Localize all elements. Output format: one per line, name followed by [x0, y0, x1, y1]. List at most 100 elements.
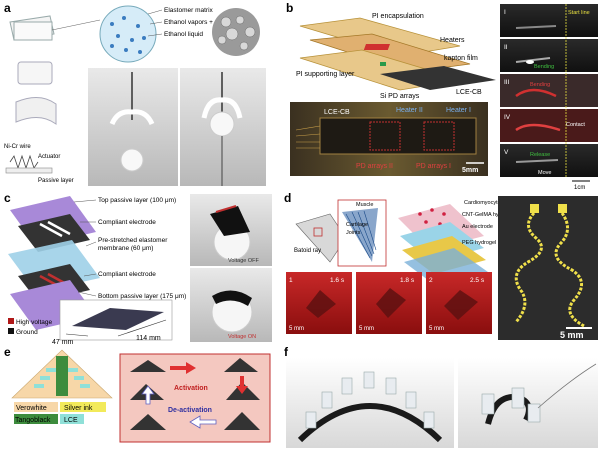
arrow-left	[189, 415, 217, 429]
label-actuator: Actuator	[38, 154, 60, 160]
seq-num-4: IV	[504, 114, 511, 121]
c-label-electrode-1: Compliant electrode	[98, 219, 156, 226]
label-si-pd: Si PD arrays	[380, 93, 420, 100]
layer-peg: PEG hydrogel	[462, 240, 496, 246]
legend-hv: High voltage	[16, 319, 53, 326]
wire-zigzag	[9, 154, 39, 170]
legend-tangoblack	[14, 414, 58, 424]
layer-cardio: Cardiomyocytes	[464, 200, 504, 206]
seq-frame-1	[500, 4, 598, 37]
sem-pores	[217, 15, 256, 51]
serpentine-left	[514, 211, 543, 323]
photo-label-pd2: PD arrays II	[356, 163, 393, 170]
seq-frame-2	[500, 39, 598, 72]
panel-a-letter: a	[4, 1, 11, 15]
legend-ground: Ground	[16, 329, 38, 336]
panel-e-letter: e	[4, 345, 11, 359]
panel-d: d Batoid ray Muscle Cartilage Joints Car…	[284, 191, 598, 340]
layer-cnt: CNT-GelMA hydrogel	[462, 212, 514, 218]
label-elastomer: Elastomer matrix	[164, 7, 214, 14]
panel-e: e Verowhite Silver ink Tangoblack LCE Ac…	[4, 345, 271, 443]
photo-label-heater2: Heater II	[396, 107, 423, 114]
panel-f-letter: f	[284, 345, 289, 359]
seq-label-contact: Contact	[566, 122, 585, 128]
pyramid-lce-strips	[34, 368, 90, 388]
serpentine-photo	[498, 196, 598, 340]
layer-au: Au electrode	[462, 224, 493, 230]
panel-d-letter: d	[284, 191, 291, 205]
panel-b: b PI encapsulation Heaters kapton film P…	[286, 1, 598, 191]
seq-label-bend1: Bending	[534, 64, 554, 70]
seq-num-3: III	[504, 79, 510, 86]
c-label-top-passive: Top passive layer (100 μm)	[98, 197, 176, 204]
photo-label-lce: LCE-CB	[324, 109, 350, 116]
heater-pattern	[363, 44, 390, 50]
panel-c: c Top passive layer (100 μm) Compliant e…	[4, 191, 272, 346]
panel-b-letter: b	[286, 1, 293, 15]
label-ethanol-liquid: Ethanol liquid	[164, 31, 203, 38]
seq-label-bend2: Bending	[530, 82, 550, 88]
legend-ground-swatch	[8, 328, 14, 334]
legend-verowhite	[14, 402, 58, 412]
frame-1-num: 1	[289, 277, 293, 284]
frame-2-scale: 5 mm	[359, 326, 374, 332]
label-passive: Passive layer	[38, 178, 74, 184]
label-pi-encap: PI encapsulation	[372, 13, 424, 20]
c-label-prestretched: Pre-stretched elastomer	[98, 237, 168, 244]
matrix-circle	[99, 5, 157, 63]
c-label-bottom-passive: Bottom passive layer (175 μm)	[98, 293, 186, 300]
arrow-down	[236, 376, 248, 394]
curled-clips	[481, 387, 541, 423]
legend-verowhite-label: Verowhite	[16, 405, 47, 412]
label-pi-support: PI supporting layer	[296, 71, 355, 78]
inset-actuator	[72, 308, 164, 330]
seq-num-2: II	[504, 44, 508, 51]
frame-3-num: 2	[429, 277, 433, 284]
frame-3-scale: 5 mm	[429, 326, 444, 332]
label-muscle: Muscle	[356, 202, 373, 208]
device-strip	[319, 117, 477, 155]
label-voltage-on: Voltage ON	[228, 334, 256, 340]
legend-hv-swatch	[8, 318, 14, 324]
seq-label-start: Start line	[568, 10, 590, 16]
lce-cb-strip	[380, 66, 496, 90]
photo-label-pd1: PD arrays I	[416, 163, 451, 170]
leader-line	[51, 19, 101, 31]
legend-tangoblack-label: Tangoblack	[15, 417, 51, 424]
frame-1-scale: 5 mm	[289, 326, 304, 332]
pyramid-green-strips	[56, 356, 68, 396]
panel-c-letter: c	[4, 191, 11, 205]
actuator-block-2	[17, 61, 53, 85]
arrow-up	[141, 385, 155, 405]
label-cartilage: Cartilage	[346, 222, 368, 228]
ball-object	[120, 148, 144, 172]
seq-num-1: I	[504, 9, 506, 16]
frame-3-time: 2.5 s	[470, 277, 485, 284]
device-scale: 5mm	[462, 167, 478, 174]
seq-label-move: Move	[538, 170, 551, 176]
legend-lce-label: LCE	[64, 417, 78, 424]
label-lce-cb: LCE-CB	[456, 89, 482, 96]
passive-layer	[5, 167, 53, 174]
lead-wire	[537, 363, 597, 409]
label-voltage-off: Voltage OFF	[228, 258, 260, 264]
legend-silverink-label: Silver ink	[64, 405, 93, 412]
arch-clips	[305, 371, 435, 429]
actuator-block	[13, 21, 53, 41]
seq-frame-4	[500, 109, 598, 142]
frame-2-time: 1.8 s	[400, 277, 415, 284]
label-activation: Activation	[174, 385, 208, 392]
arch-strip	[297, 403, 443, 443]
motion-frames: 1 1.6 s 5 mm 1.8 s 5 mm 2 2.5 s 5 mm	[286, 272, 492, 334]
c-label-electrode-2: Compliant electrode	[98, 271, 156, 278]
arrow-right	[170, 362, 196, 374]
panel-f: f	[284, 345, 598, 448]
label-batoid: Batoid ray	[294, 248, 321, 254]
serpentine-right	[554, 212, 585, 328]
label-nicr: Ni-Cr wire	[4, 144, 31, 150]
label-kapton: kapton film	[444, 55, 478, 62]
label-deactivation: De-activation	[168, 407, 212, 414]
seq-frame-3	[500, 74, 598, 107]
